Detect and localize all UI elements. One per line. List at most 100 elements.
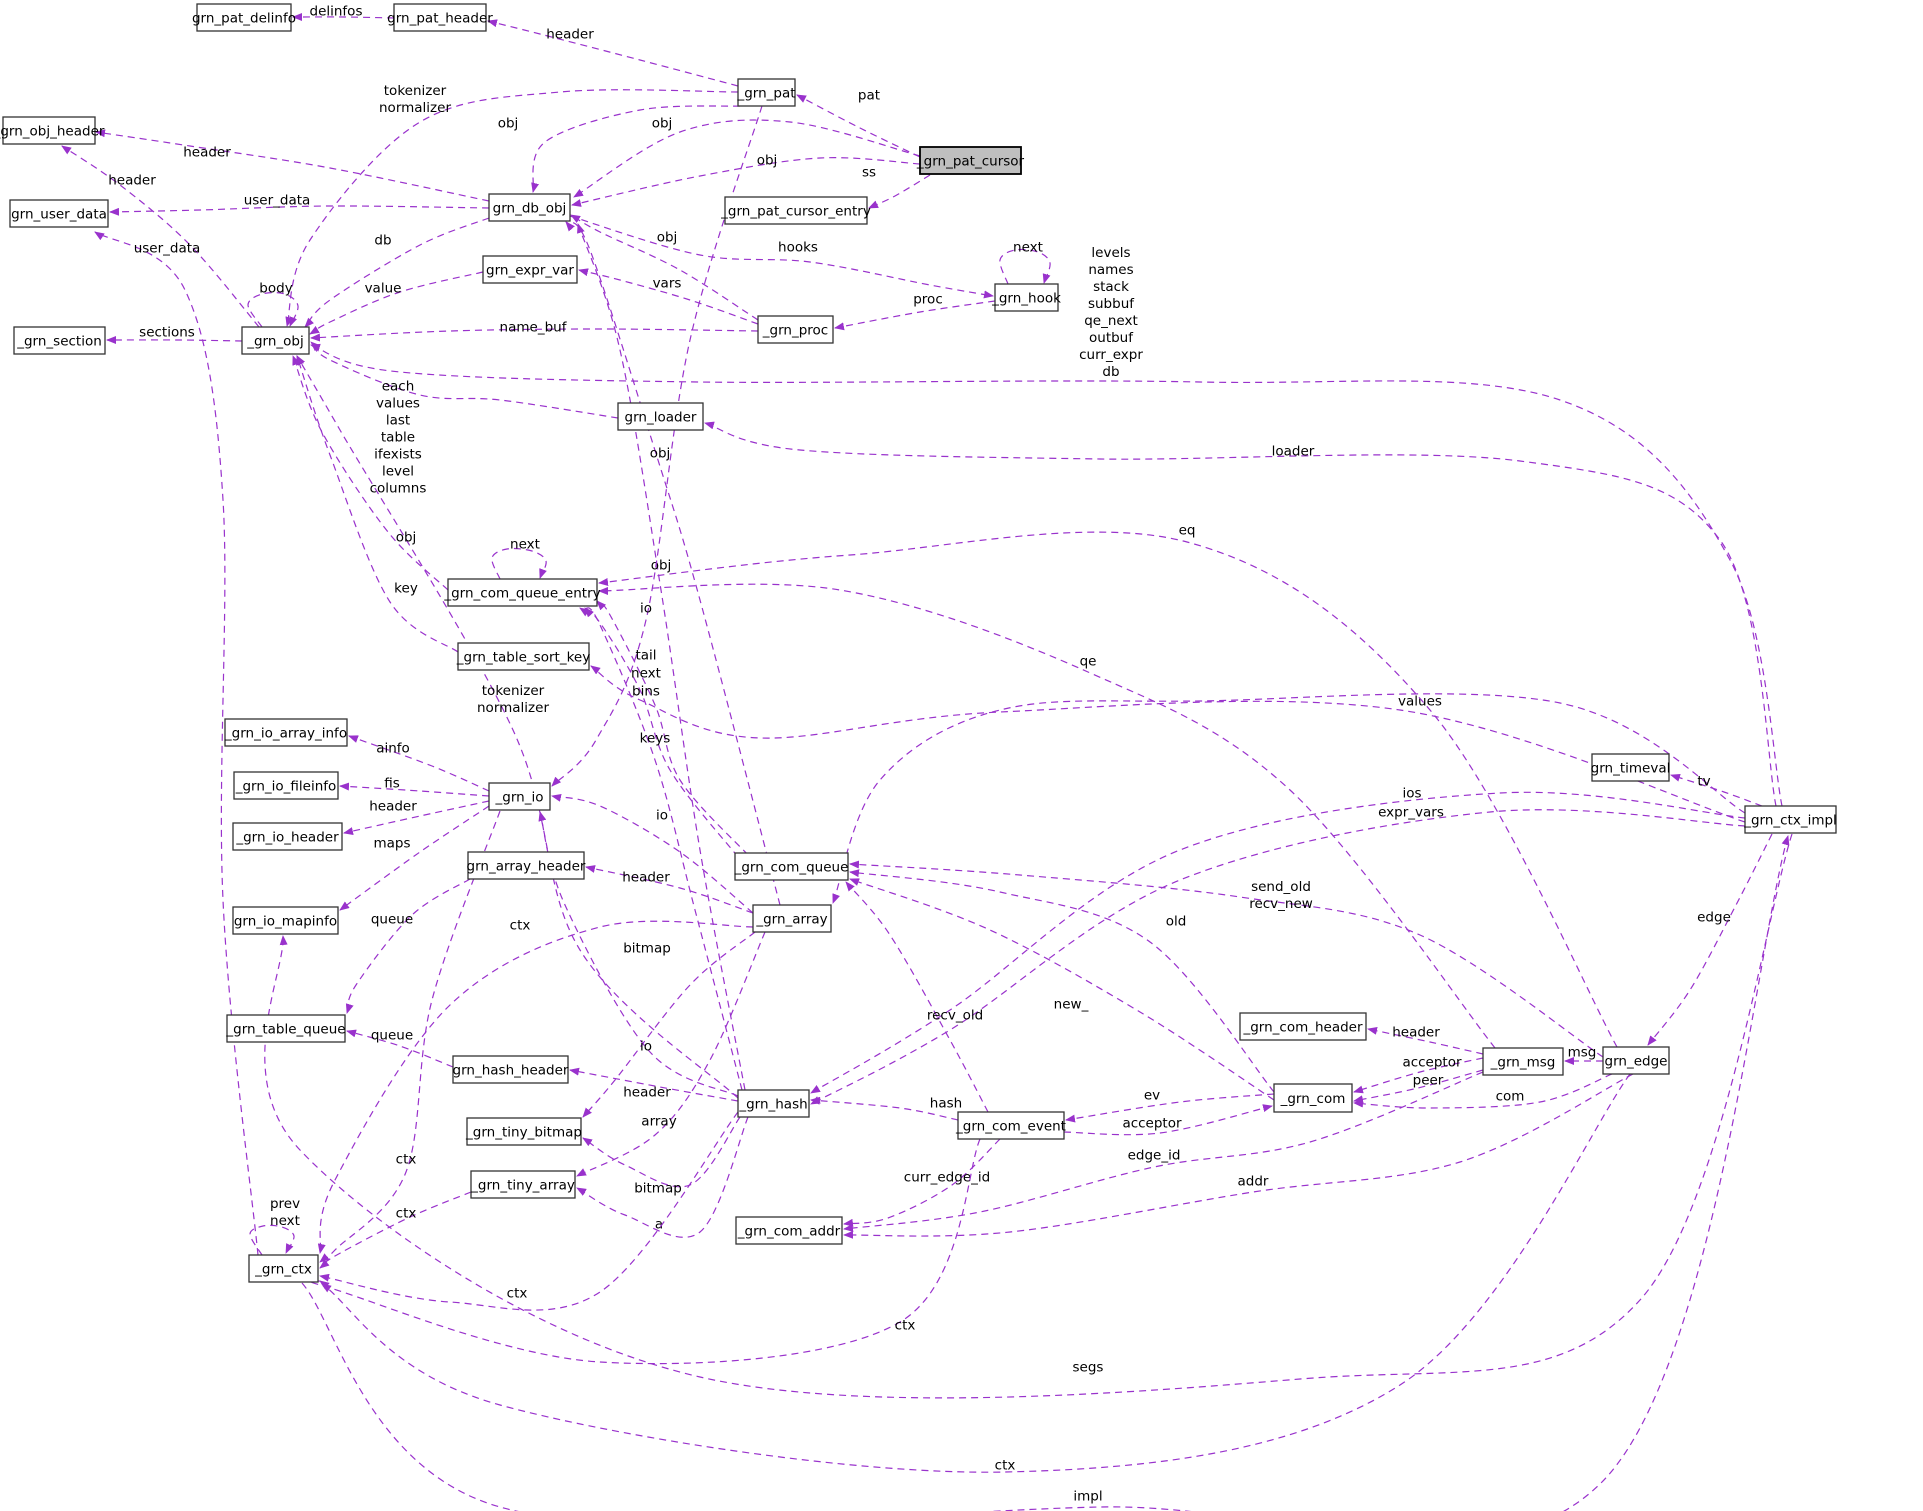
node-grn_timeval[interactable]: grn_timeval (1591, 753, 1671, 782)
edge-line (579, 607, 739, 858)
edge-line (109, 205, 490, 216)
node-grn_pat_header[interactable]: grn_pat_header (387, 3, 493, 32)
node-_grn_table_queue[interactable]: _grn_table_queue (225, 1014, 346, 1043)
edge-label: io (640, 601, 652, 617)
edge-line (576, 1116, 749, 1238)
node-label: grn_user_data (11, 207, 107, 223)
edge-_grn_ctx_impl-grn_io_mapinfo-segs: segs (264, 833, 1793, 1399)
edge-line (319, 810, 501, 1263)
node-_grn_hash[interactable]: _grn_hash (737, 1089, 810, 1118)
node-_grn_hook[interactable]: _grn_hook (991, 283, 1061, 312)
edge-line (796, 94, 921, 158)
edge-label: addr (1238, 1174, 1269, 1190)
edge-_grn_ctx_impl-_grn_hash-ios: ios (810, 786, 1746, 1094)
node-_grn_ctx_impl[interactable]: _grn_ctx_impl (1743, 805, 1837, 834)
edge-line (487, 19, 739, 87)
edge-_grn_array-_grn_tiny_array-array: array (576, 931, 766, 1177)
node-_grn_tiny_array[interactable]: _grn_tiny_array (470, 1170, 576, 1199)
node-_grn_obj[interactable]: _grn_obj (241, 326, 310, 355)
edge-_grn_pat-grn_db_obj-obj: obj (498, 105, 741, 193)
node-label: _grn_tiny_array (470, 1178, 575, 1194)
edge-line (491, 547, 547, 580)
node-_grn_array[interactable]: _grn_array (752, 904, 832, 933)
edge-_grn_pat-grn_pat_header-header: header (487, 19, 739, 87)
edge-label: ctx (895, 1318, 916, 1334)
node-grn_hash_header[interactable]: grn_hash_header (452, 1055, 569, 1084)
edge-_grn_com_event-_grn_com-acceptor: acceptor (1063, 1104, 1273, 1136)
edge-line (292, 12, 395, 21)
node-grn_io_mapinfo[interactable]: grn_io_mapinfo (232, 906, 339, 935)
node-_grn_io_fileinfo[interactable]: _grn_io_fileinfo (233, 771, 339, 800)
edge-label: ctx (995, 1458, 1016, 1474)
node-_grn_io_array_info[interactable]: _grn_io_array_info (224, 718, 348, 747)
node-_grn_tiny_bitmap[interactable]: _grn_tiny_bitmap (465, 1117, 582, 1146)
edge-line (249, 1224, 295, 1256)
node-grn_loader[interactable]: grn_loader (617, 402, 704, 431)
node-grn_pat_delinfo[interactable]: grn_pat_delinfo (192, 3, 296, 32)
edge-line (999, 248, 1051, 285)
node-_grn_com_queue_entry[interactable]: _grn_com_queue_entry (443, 578, 601, 607)
node-grn_user_data[interactable]: grn_user_data (9, 199, 109, 228)
edge-label: ss (862, 165, 876, 181)
edge-line (832, 693, 1746, 904)
edge-label: next (510, 537, 540, 553)
node-grn_array_header[interactable]: grn_array_header (467, 851, 586, 880)
edge-label: edge (1697, 910, 1731, 926)
edge-_grn_ctx_impl-_grn_table_sort_key-keys: keys (590, 665, 1746, 823)
node-box (457, 642, 590, 671)
edge-label: obj (652, 116, 673, 132)
edge-line (849, 869, 1275, 1093)
edge-label: keys (640, 731, 671, 747)
edge-label: maps (373, 836, 410, 852)
edge-label: obj (498, 116, 519, 132)
edge-_grn_io-grn_io_mapinfo-maps: maps (339, 805, 490, 911)
edge-label: queue (371, 1028, 413, 1044)
edge-label: array (641, 1114, 676, 1130)
edge-line (569, 1067, 739, 1102)
node-_grn_io[interactable]: _grn_io (488, 782, 551, 811)
node-_grn_table_sort_key[interactable]: _grn_table_sort_key (456, 642, 590, 671)
node-grn_db_obj[interactable]: grn_db_obj (488, 193, 571, 222)
node-box (994, 283, 1059, 312)
edge-_grn_hash-_grn_com_queue_entry-bins: bins (584, 607, 743, 1091)
node-_grn_com[interactable]: _grn_com (1273, 1083, 1353, 1113)
edge-line (598, 583, 1496, 1049)
node-_grn_com_addr[interactable]: _grn_com_addr (735, 1216, 843, 1245)
node-_grn_obj_header[interactable]: _grn_obj_header (0, 116, 105, 145)
edge-label: expr_vars (1378, 805, 1444, 821)
edge-line (585, 865, 754, 914)
node-grn_edge[interactable]: grn_edge (1602, 1046, 1670, 1075)
node-_grn_io_header[interactable]: _grn_io_header (232, 822, 343, 851)
node-label: grn_hash_header (453, 1063, 569, 1079)
node-_grn_pat_cursor_entry[interactable]: _grn_pat_cursor_entry (720, 196, 871, 225)
edge-line (582, 1116, 741, 1188)
edge-line (345, 878, 471, 1014)
node-_grn_msg[interactable]: _grn_msg (1482, 1047, 1564, 1076)
node-box (1482, 1047, 1564, 1076)
edge-line (582, 931, 756, 1118)
node-_grn_ctx[interactable]: _grn_ctx (248, 1254, 319, 1283)
node-_grn_section[interactable]: _grn_section (13, 326, 106, 355)
node-_grn_pat[interactable]: _grn_pat (736, 78, 796, 107)
node-_grn_com_event[interactable]: _grn_com_event (955, 1111, 1066, 1140)
edge-line (570, 214, 759, 321)
node-label: grn_edge (1605, 1054, 1668, 1070)
node-_grn_com_queue[interactable]: _grn_com_queue (734, 852, 849, 881)
node-_grn_proc[interactable]: _grn_proc (757, 315, 834, 344)
edge-line (810, 1096, 959, 1121)
edge-label: user_data (244, 193, 311, 209)
edge-label: ios (1402, 786, 1421, 802)
node-grn_expr_var[interactable]: grn_expr_var (482, 255, 578, 284)
node-label: _grn_pat_cursor (916, 154, 1025, 170)
edge-grn_expr_var-_grn_obj-value: value (309, 271, 484, 335)
edge-line (1353, 1069, 1484, 1104)
edge-line (61, 145, 260, 328)
edge-line (1353, 1073, 1613, 1109)
node-_grn_com_header[interactable]: _grn_com_header (1239, 1012, 1367, 1041)
node-box (248, 1254, 319, 1283)
edge-line (845, 881, 989, 1113)
